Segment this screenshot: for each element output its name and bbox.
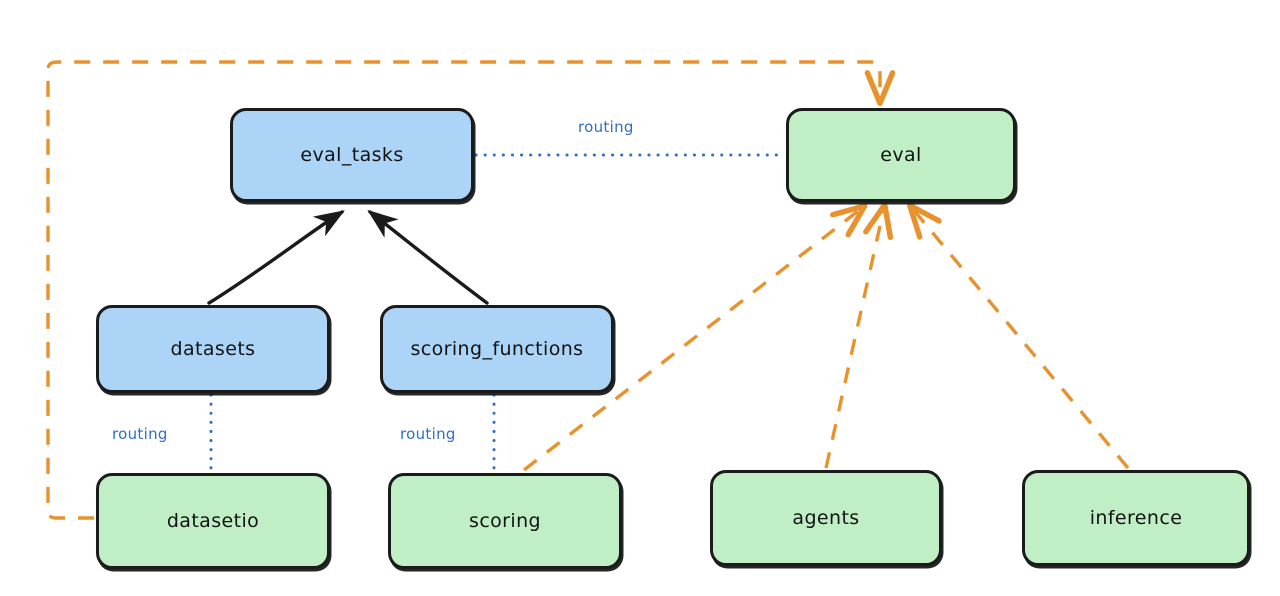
edge-label-routing-scoring: routing — [400, 425, 456, 443]
node-agents[interactable]: agents — [710, 470, 942, 566]
node-agents-label: agents — [792, 506, 860, 529]
node-scoring-functions-label: scoring_functions — [410, 337, 584, 360]
edge-datasets-to-eval-tasks — [207, 210, 345, 305]
node-datasets[interactable]: datasets — [96, 305, 330, 393]
node-scoring[interactable]: scoring — [388, 473, 622, 569]
node-datasetio-label: datasetio — [166, 509, 260, 532]
node-scoring-label: scoring — [469, 509, 541, 532]
edge-scoring-functions-to-eval-tasks — [367, 209, 489, 305]
node-inference[interactable]: inference — [1022, 470, 1250, 566]
edge-label-routing-eval: routing — [578, 118, 634, 136]
node-scoring-functions[interactable]: scoring_functions — [380, 305, 614, 393]
node-datasets-label: datasets — [170, 337, 256, 360]
node-eval-tasks[interactable]: eval_tasks — [230, 108, 474, 202]
node-datasetio[interactable]: datasetio — [96, 473, 330, 569]
edge-label-routing-datasetio: routing — [112, 425, 168, 443]
node-eval-label: eval — [880, 143, 922, 166]
node-eval-tasks-label: eval_tasks — [300, 143, 404, 166]
edge-inference-to-eval-dependency — [907, 202, 1130, 470]
node-eval[interactable]: eval — [786, 108, 1016, 202]
node-inference-label: inference — [1089, 506, 1183, 529]
edge-agents-to-eval-dependency — [824, 201, 894, 469]
